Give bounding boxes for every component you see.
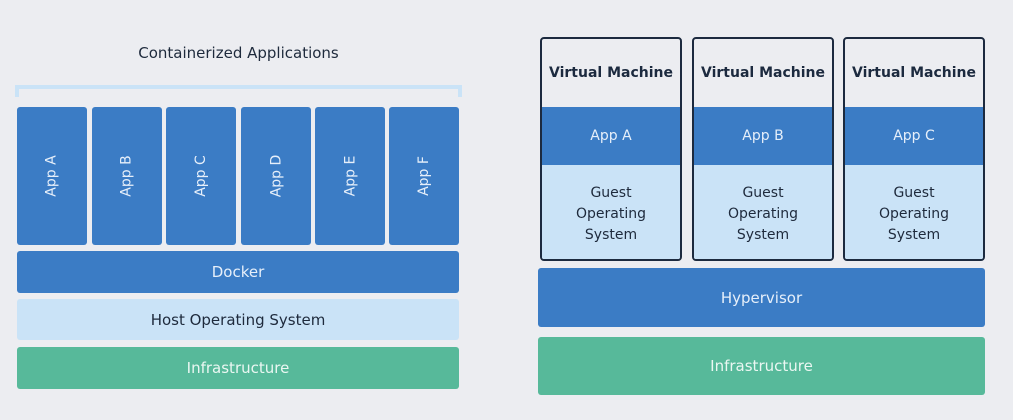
vm-guest-os: Guest Operating System [542,165,680,259]
vm-title: Virtual Machine [852,65,976,81]
docker-layer: Docker [17,251,459,293]
app-f-block: App F [389,107,459,245]
app-b-block: App B [92,107,162,245]
virtual-machine-b: Virtual Machine App B Guest Operating Sy… [692,37,834,261]
vm-title: Virtual Machine [549,65,673,81]
vm-guest-os: Guest Operating System [845,165,983,259]
vm-guest-os: Guest Operating System [694,165,832,259]
app-d-block: App D [241,107,311,245]
infrastructure-layer-left: Infrastructure [17,347,459,389]
containerized-applications-title: Containerized Applications [138,44,339,62]
app-c-block: App C [166,107,236,245]
app-a-block: App A [17,107,87,245]
app-label: App C [192,155,209,197]
app-label: App F [415,156,432,196]
app-label: App B [119,155,135,197]
app-label: App D [268,154,284,198]
vm-app: App C [845,107,983,165]
app-e-block: App E [315,107,385,245]
vm-app: App B [694,107,832,165]
app-label: App E [342,155,358,197]
virtual-machine-a: Virtual Machine App A Guest Operating Sy… [540,37,682,261]
vm-title: Virtual Machine [701,65,825,81]
virtual-machine-c: Virtual Machine App C Guest Operating Sy… [843,37,985,261]
hypervisor-layer: Hypervisor [538,268,985,327]
apps-bracket [15,85,462,97]
app-label: App A [43,155,60,197]
vm-app: App A [542,107,680,165]
host-os-layer: Host Operating System [17,299,459,340]
infrastructure-layer-right: Infrastructure [538,337,985,395]
